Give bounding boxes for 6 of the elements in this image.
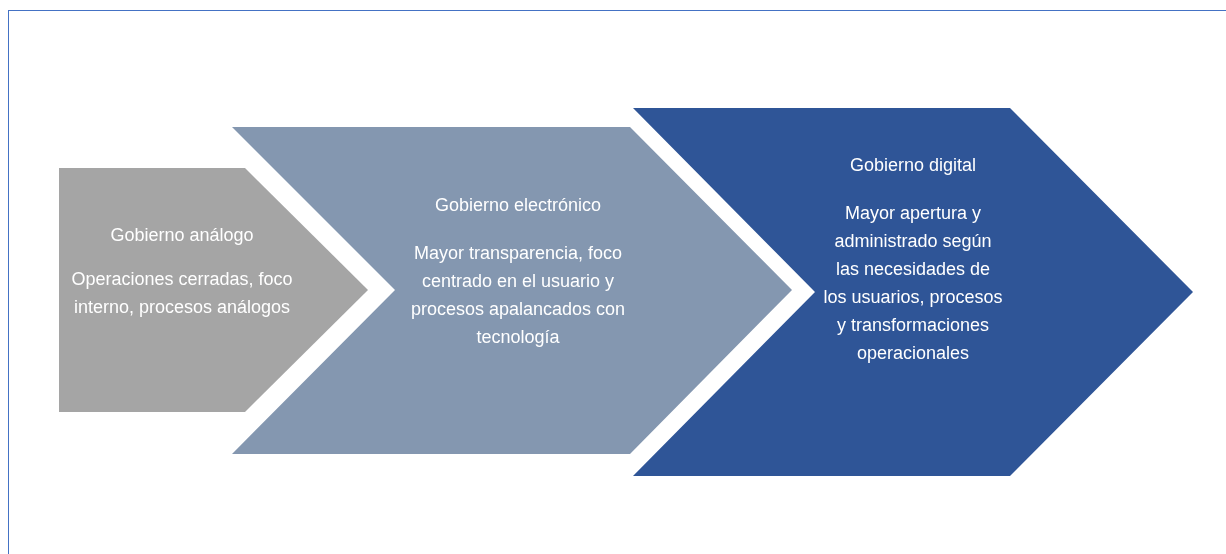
stage-title: Gobierno electrónico: [434, 194, 602, 217]
stage-description: Operaciones cerradas, foco interno, procesos análogos: [70, 268, 294, 319]
stage-title: Gobierno análogo: [110, 224, 254, 247]
stage-title: Gobierno digital: [849, 154, 977, 177]
stage-description: Mayor apertura y administrado según las necesidades de los usuarios, procesos y transformaciones operacionales: [823, 202, 1003, 365]
stage-description: Mayor transparencia, foco centrado en el usuario y procesos apalancados con tecnología: [409, 242, 627, 349]
